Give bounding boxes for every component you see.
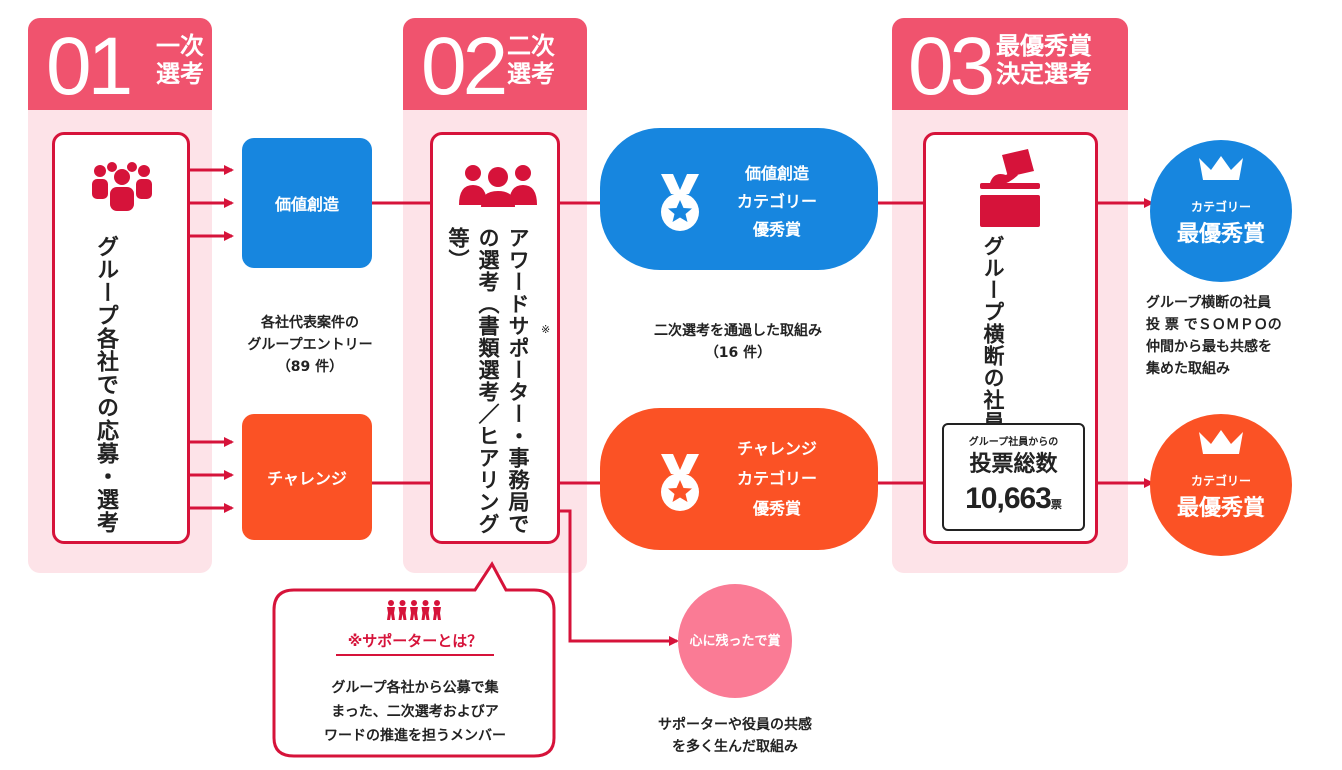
challenge-excellence-award: チャレンジ カテゴリー 優秀賞 (600, 408, 878, 550)
stage-number: 02 (421, 21, 508, 112)
best-award-bottom: カテゴリー 最優秀賞 (1150, 414, 1292, 556)
crown-icon (1199, 156, 1243, 180)
supporter-description: グループ各社から公募で集 まった、二次選考およびア ワードの推進を担うメンバー (324, 680, 506, 744)
supporter-note-mark: ※ (541, 323, 551, 336)
medal-icon (661, 174, 699, 231)
stage-2-card: アワードサポーター・事務局での選考（書類選考／ヒアリング等） ※ (430, 132, 560, 544)
medal-icon (661, 454, 699, 511)
ballot-box-icon (980, 149, 1040, 227)
stage-3-header: 03 最優秀賞決定選考 (892, 18, 1128, 110)
supporter-title: ※サポーターとは？ (347, 632, 483, 650)
best-award-top: カテゴリー 最優秀賞 (1150, 140, 1292, 282)
entry-caption: 各社代表案件の グループエントリー （89 件） (247, 315, 373, 375)
supporter-title-underline (336, 654, 494, 656)
best-award-sub: カテゴリー (1190, 200, 1251, 214)
value-excellence-award: 価値創造 カテゴリー 優秀賞 (600, 128, 878, 270)
stage-title: 一次選考 (156, 32, 204, 88)
people-trio-icon (459, 165, 537, 207)
challenge-excellence-label: チャレンジ カテゴリー 優秀賞 (736, 439, 817, 518)
value-excellence-label: 価値創造 カテゴリー 優秀賞 (736, 164, 817, 239)
group-people-icon (92, 162, 152, 211)
stage-title: 最優秀賞決定選考 (996, 32, 1092, 88)
vote-total-box: グループ社員からの 投票総数 10,663票 (942, 423, 1085, 531)
stage-1-description: グループ各社での応募・選考 (93, 235, 118, 534)
challenge-category: チャレンジ (242, 414, 372, 540)
vote-total-title: 投票総数 (969, 452, 1058, 477)
stage-2-header: 02 二次選考 (403, 18, 587, 110)
best-award-title: 最優秀賞 (1176, 496, 1265, 521)
vote-total-label: グループ社員からの (968, 437, 1059, 448)
stage-1-header: 01 一次選考 (28, 18, 212, 110)
five-people-icon (387, 600, 441, 620)
heart-award-label: 心に残ったで賞 (689, 634, 781, 649)
stage-number: 01 (46, 21, 133, 112)
crown-icon (1199, 430, 1243, 454)
best-award-title: 最優秀賞 (1176, 222, 1265, 247)
heart-award-caption: サポーターや役員の共感 を多く生んだ取組み (658, 717, 812, 755)
stage-3-card: グループ横断の社員投票 グループ社員からの 投票総数 10,663票 (923, 132, 1098, 544)
supporter-bubble-shape (272, 561, 556, 758)
value-creation-category: 価値創造 (242, 138, 372, 268)
stage-number: 03 (908, 21, 995, 112)
best-award-sub: カテゴリー (1190, 474, 1251, 488)
vote-total-value: 10,663票 (965, 482, 1062, 515)
stage-1-card: グループ各社での応募・選考 (52, 132, 190, 544)
best-caption: グループ横断の社員 投 票 でＳＯＭＰＯの 仲間から最も共感を 集めた取組み (1146, 295, 1282, 377)
heart-award-circle: 心に残ったで賞 (678, 584, 792, 698)
stage-2-description: アワードサポーター・事務局での選考（書類選考／ヒアリング等） (446, 227, 530, 535)
pass-caption: 二次選考を通過した取組み （16 件） (654, 323, 822, 361)
stage-title: 二次選考 (507, 32, 555, 88)
